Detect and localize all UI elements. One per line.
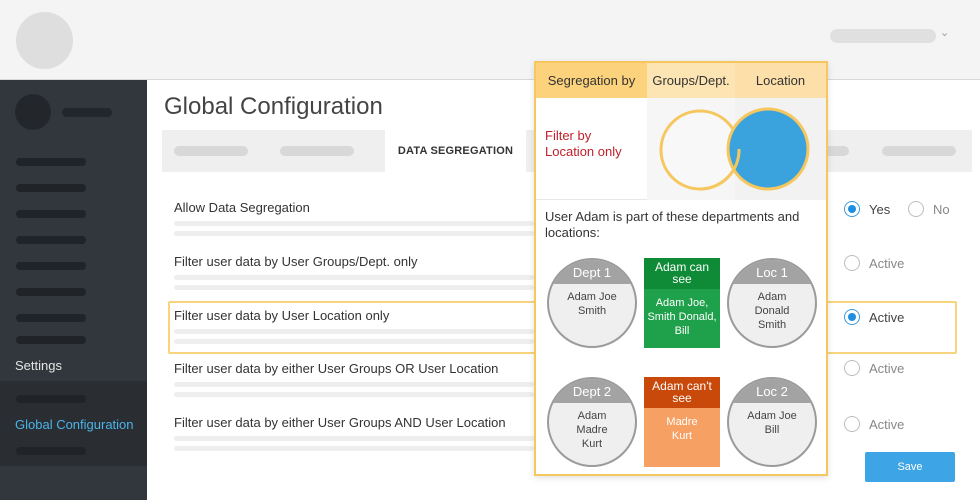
row-description	[174, 231, 534, 236]
groups-circle-overlap	[699, 148, 741, 191]
radio-yes[interactable]	[844, 201, 860, 217]
sidebar-item[interactable]	[16, 210, 86, 218]
loc2-members: Adam Joe Bill	[747, 410, 797, 436]
cant-see-members: Madre Kurt	[666, 416, 698, 442]
radio-groups-and-location-label: Active	[869, 417, 905, 432]
row-description	[174, 221, 534, 226]
top-bar: ⌄	[0, 0, 980, 80]
radio-groups-only[interactable]	[844, 255, 860, 271]
row-description	[174, 382, 534, 387]
radio-location-only[interactable]	[844, 309, 860, 325]
sidebar-item[interactable]	[16, 184, 86, 192]
tab-data-segregation[interactable]: DATA SEGREGATION	[385, 130, 526, 172]
tab[interactable]	[280, 146, 354, 156]
dept2-members: Adam Madre Kurt	[576, 410, 608, 450]
radio-groups-or-location-label: Active	[869, 361, 905, 376]
row-description	[174, 446, 534, 451]
page-title: Global Configuration	[164, 93, 383, 120]
sidebar: Settings Global Configuration	[0, 80, 147, 500]
sidebar-item[interactable]	[16, 158, 86, 166]
loc1-title: Loc 1	[729, 260, 815, 284]
header-location: Location	[735, 63, 826, 98]
radio-yes-label: Yes	[869, 202, 891, 217]
location-circle	[726, 107, 810, 191]
row-description	[174, 339, 534, 344]
sidebar-item[interactable]	[16, 288, 86, 296]
radio-no[interactable]	[908, 201, 924, 217]
radio-no-label: No	[933, 202, 950, 217]
cant-see-title: Adam can't see	[644, 377, 720, 408]
user-menu[interactable]	[830, 29, 936, 43]
tab[interactable]	[882, 146, 956, 156]
dept1-members: Adam Joe Smith	[567, 291, 617, 317]
row-label-groups-only: Filter user data by User Groups/Dept. on…	[174, 254, 418, 269]
filter-label: Filter by Location only	[545, 128, 622, 159]
venn-diagram-icon	[659, 107, 810, 191]
sidebar-item[interactable]	[16, 336, 86, 344]
radio-groups-or-location[interactable]	[844, 360, 860, 376]
logo-placeholder	[16, 12, 73, 69]
dept2-circle: Dept 2 Adam Madre Kurt	[547, 377, 637, 467]
can-see-members: Adam Joe, Smith Donald, Bill	[647, 297, 717, 337]
cant-see-box: Adam can't see Madre Kurt	[644, 377, 720, 467]
sidebar-item[interactable]	[16, 262, 86, 270]
loc2-circle: Loc 2 Adam Joe Bill	[727, 377, 817, 467]
radio-location-only-label: Active	[869, 310, 905, 325]
row-description	[174, 285, 534, 290]
tab[interactable]	[174, 146, 248, 156]
sidebar-item[interactable]	[16, 314, 86, 322]
row-label-location-only: Filter user data by User Location only	[174, 308, 390, 323]
radio-groups-and-location[interactable]	[844, 416, 860, 432]
tab[interactable]	[812, 146, 849, 156]
sidebar-item[interactable]	[16, 236, 86, 244]
segregation-explainer-popover: Segregation by Groups/Dept. Location Fil…	[534, 61, 828, 476]
header-groups-dept: Groups/Dept.	[647, 63, 735, 98]
can-see-title: Adam can see	[644, 258, 720, 289]
row-label-allow-segregation: Allow Data Segregation	[174, 200, 310, 215]
loc1-circle: Loc 1 Adam Donald Smith	[727, 258, 817, 348]
sidebar-item[interactable]	[16, 447, 86, 455]
row-description	[174, 275, 534, 280]
row-description	[174, 392, 534, 397]
loc1-members: Adam Donald Smith	[754, 291, 790, 331]
dept1-circle: Dept 1 Adam Joe Smith	[547, 258, 637, 348]
sidebar-item-settings[interactable]: Settings	[15, 358, 62, 373]
sidebar-active-group	[0, 381, 147, 466]
user-name-placeholder	[62, 108, 112, 117]
dept2-title: Dept 2	[549, 379, 635, 403]
save-button[interactable]: Save	[865, 452, 955, 482]
row-description	[174, 329, 534, 334]
sidebar-item[interactable]	[16, 395, 86, 403]
can-see-box: Adam can see Adam Joe, Smith Donald, Bil…	[644, 258, 720, 348]
loc2-title: Loc 2	[729, 379, 815, 403]
dept1-title: Dept 1	[549, 260, 635, 284]
row-label-groups-or-location: Filter user data by either User Groups O…	[174, 361, 499, 376]
popover-header: Segregation by Groups/Dept. Location	[536, 63, 826, 98]
avatar[interactable]	[15, 94, 51, 130]
row-label-groups-and-location: Filter user data by either User Groups A…	[174, 415, 506, 430]
chevron-down-icon[interactable]: ⌄	[940, 27, 950, 39]
popover-description: User Adam is part of these departments a…	[545, 209, 800, 240]
sidebar-item-global-configuration[interactable]: Global Configuration	[15, 417, 134, 432]
radio-groups-only-label: Active	[869, 256, 905, 271]
venn-row: Filter by Location only	[536, 98, 826, 200]
row-description	[174, 436, 534, 441]
header-segregation-by: Segregation by	[536, 63, 647, 98]
